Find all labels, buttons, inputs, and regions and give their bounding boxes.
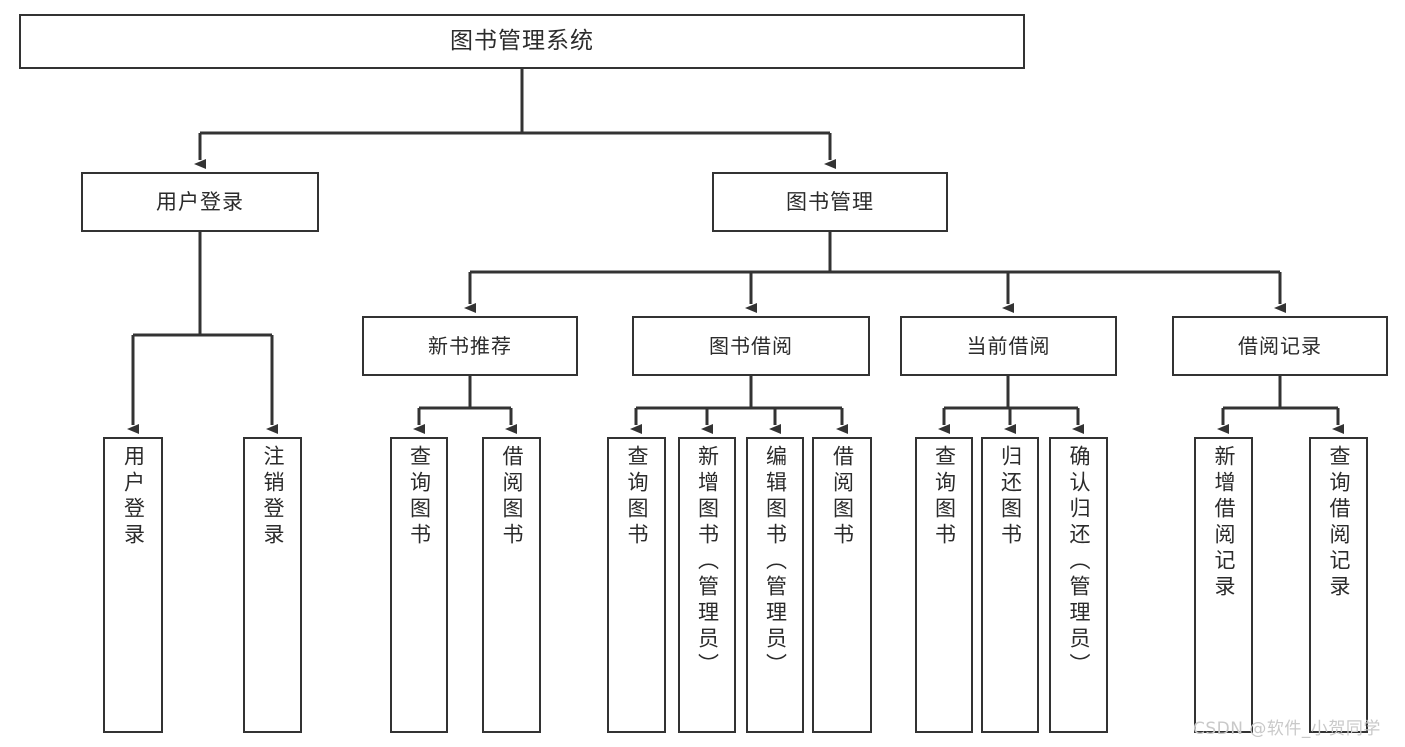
leaf-borrow-edit-book-admin-label: 编辑图书（管理员）: [763, 445, 788, 679]
node-borrow-record-label: 借阅记录: [1238, 333, 1322, 358]
node-root[interactable]: 图书管理系统: [19, 14, 1025, 69]
node-book-management[interactable]: 图书管理: [712, 172, 948, 232]
leaf-current-return-book[interactable]: 归还图书: [981, 437, 1039, 733]
leaf-current-confirm-return-admin[interactable]: 确认归还（管理员）: [1049, 437, 1108, 733]
leaf-borrow-add-book-admin[interactable]: 新增图书（管理员）: [678, 437, 736, 733]
leaf-borrow-query-book[interactable]: 查询图书: [607, 437, 666, 733]
leaf-borrow-add-book-admin-label: 新增图书（管理员）: [695, 445, 720, 679]
leaf-current-query-book[interactable]: 查询图书: [915, 437, 973, 733]
leaf-record-add-record[interactable]: 新增借阅记录: [1194, 437, 1253, 733]
leaf-borrow-edit-book-admin[interactable]: 编辑图书（管理员）: [746, 437, 804, 733]
leaf-newbook-borrow-book-label: 借阅图书: [500, 445, 524, 549]
node-book-management-label: 图书管理: [786, 189, 874, 214]
node-book-borrow-label: 图书借阅: [709, 333, 793, 358]
node-user-login-label: 用户登录: [156, 189, 244, 214]
leaf-current-return-book-label: 归还图书: [998, 445, 1023, 549]
leaf-user-login-label: 用户登录: [121, 445, 146, 549]
leaf-current-query-book-label: 查询图书: [932, 445, 957, 549]
leaf-user-login[interactable]: 用户登录: [103, 437, 163, 733]
leaf-newbook-borrow-book[interactable]: 借阅图书: [482, 437, 541, 733]
leaf-user-logout[interactable]: 注销登录: [243, 437, 302, 733]
node-new-book-recommend[interactable]: 新书推荐: [362, 316, 578, 376]
node-root-label: 图书管理系统: [450, 28, 594, 55]
node-book-borrow[interactable]: 图书借阅: [632, 316, 870, 376]
leaf-borrow-query-book-label: 查询图书: [625, 445, 649, 549]
leaf-record-add-record-label: 新增借阅记录: [1212, 445, 1236, 601]
csdn-watermark: CSDN @软件_小贺同学: [1193, 719, 1381, 739]
leaf-current-confirm-return-admin-label: 确认归还（管理员）: [1067, 445, 1091, 679]
leaf-user-logout-label: 注销登录: [261, 445, 285, 549]
leaf-newbook-query-book[interactable]: 查询图书: [390, 437, 448, 733]
node-current-borrow[interactable]: 当前借阅: [900, 316, 1117, 376]
leaf-newbook-query-book-label: 查询图书: [407, 445, 432, 549]
node-new-book-recommend-label: 新书推荐: [428, 333, 512, 358]
leaf-record-query-record[interactable]: 查询借阅记录: [1309, 437, 1368, 733]
node-user-login[interactable]: 用户登录: [81, 172, 319, 232]
leaf-borrow-borrow-book[interactable]: 借阅图书: [812, 437, 872, 733]
leaf-record-query-record-label: 查询借阅记录: [1327, 445, 1351, 601]
node-borrow-record[interactable]: 借阅记录: [1172, 316, 1388, 376]
node-current-borrow-label: 当前借阅: [966, 333, 1051, 358]
leaf-borrow-borrow-book-label: 借阅图书: [830, 445, 855, 549]
